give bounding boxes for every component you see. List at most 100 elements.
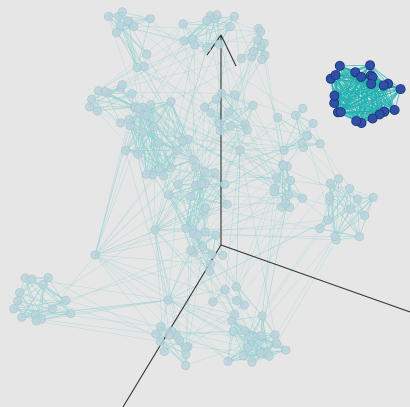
graph-edge xyxy=(261,188,275,316)
graph-edge xyxy=(154,166,196,231)
graph-edge xyxy=(184,20,208,42)
graph-edge xyxy=(143,44,195,67)
graph-node xyxy=(181,360,191,370)
graph-edge xyxy=(170,101,189,140)
graph-node xyxy=(214,39,224,49)
highlighted-node[interactable] xyxy=(367,113,378,124)
graph-node xyxy=(121,145,131,155)
graph-edge xyxy=(216,14,220,124)
graph-node xyxy=(123,16,133,26)
graph-edge xyxy=(227,203,286,205)
graph-node xyxy=(163,295,173,305)
graph-node xyxy=(284,190,294,200)
graph-node xyxy=(181,349,191,359)
graph-node xyxy=(17,312,27,322)
graph-edge xyxy=(105,58,242,93)
highlighted-edge xyxy=(355,76,362,122)
highlighted-cluster-nodes[interactable] xyxy=(325,60,406,129)
highlighted-node[interactable] xyxy=(335,107,346,118)
graph-edge xyxy=(153,126,183,142)
graph-node xyxy=(368,192,378,202)
graph-edge xyxy=(17,284,44,302)
highlighted-node[interactable] xyxy=(329,90,340,101)
graph-edge xyxy=(201,129,248,185)
graph-node xyxy=(175,335,185,345)
graph-node xyxy=(325,179,335,189)
graph-edge xyxy=(94,168,160,256)
graph-node xyxy=(270,330,280,340)
graph-edge xyxy=(13,299,66,310)
graph-edge xyxy=(154,44,195,231)
graph-edge xyxy=(154,107,205,231)
graph-edge xyxy=(154,229,170,336)
graph-node xyxy=(190,40,200,50)
graph-node xyxy=(281,345,291,355)
highlighted-node[interactable] xyxy=(334,60,345,71)
highlighted-node[interactable] xyxy=(356,72,367,83)
graph-edge xyxy=(154,183,202,231)
graph-node xyxy=(201,203,211,213)
graph-edge xyxy=(91,99,121,124)
graph-edge xyxy=(235,149,241,287)
graph-edge xyxy=(269,239,337,357)
graph-node xyxy=(297,138,307,148)
highlighted-node[interactable] xyxy=(389,105,400,116)
graph-node xyxy=(271,173,281,183)
graph-edge xyxy=(336,188,350,241)
graph-edge xyxy=(94,235,198,256)
highlighted-node[interactable] xyxy=(366,79,377,90)
graph-node xyxy=(222,199,232,209)
graph-edge xyxy=(167,299,229,362)
graph-edge xyxy=(185,149,241,229)
highlighted-edge xyxy=(334,65,341,96)
graph-node xyxy=(115,20,125,30)
highlighted-edge xyxy=(355,85,385,122)
graph-edge xyxy=(94,107,135,256)
highlighted-node[interactable] xyxy=(351,116,362,127)
graph-edge xyxy=(170,101,288,167)
graph-edge xyxy=(146,115,153,175)
graph-edge xyxy=(152,126,155,175)
graph-edge xyxy=(277,117,308,136)
graph-edge xyxy=(105,91,222,94)
highlighted-node[interactable] xyxy=(365,60,376,71)
graph-edge xyxy=(168,166,196,196)
graph-node xyxy=(186,191,196,201)
graph-edge xyxy=(216,14,261,32)
graph-edge xyxy=(245,123,308,136)
graph-node xyxy=(278,161,288,171)
graph-node xyxy=(111,28,121,38)
graph-node xyxy=(214,119,224,129)
graph-node xyxy=(229,11,239,21)
graph-node xyxy=(151,329,161,339)
graph-node xyxy=(124,115,134,125)
graph-node xyxy=(223,356,233,366)
highlighted-node[interactable] xyxy=(330,70,341,81)
graph-edge xyxy=(234,314,277,345)
highlighted-edge xyxy=(369,64,401,90)
graph-node xyxy=(235,145,245,155)
graph-edge xyxy=(234,94,241,151)
graph-node xyxy=(43,273,53,283)
graph-edge xyxy=(224,149,241,290)
graph-edge xyxy=(219,31,261,45)
highlighted-node[interactable] xyxy=(395,84,406,95)
graph-edge xyxy=(94,227,187,256)
graph-edge xyxy=(227,228,321,362)
graph-edge xyxy=(192,44,195,160)
graph-node xyxy=(211,230,221,240)
graph-edge xyxy=(52,249,191,310)
graph-edge xyxy=(129,125,156,231)
highlighted-node[interactable] xyxy=(378,80,389,91)
graph-node xyxy=(273,112,283,122)
graph-edge xyxy=(94,254,229,362)
graph-edge xyxy=(154,227,187,231)
graph-edge xyxy=(120,25,261,32)
graph-edge xyxy=(261,219,329,317)
graph-node xyxy=(224,107,234,117)
graph-edge xyxy=(177,171,205,185)
graph-edge xyxy=(330,183,365,216)
highlighted-edge xyxy=(335,74,373,119)
